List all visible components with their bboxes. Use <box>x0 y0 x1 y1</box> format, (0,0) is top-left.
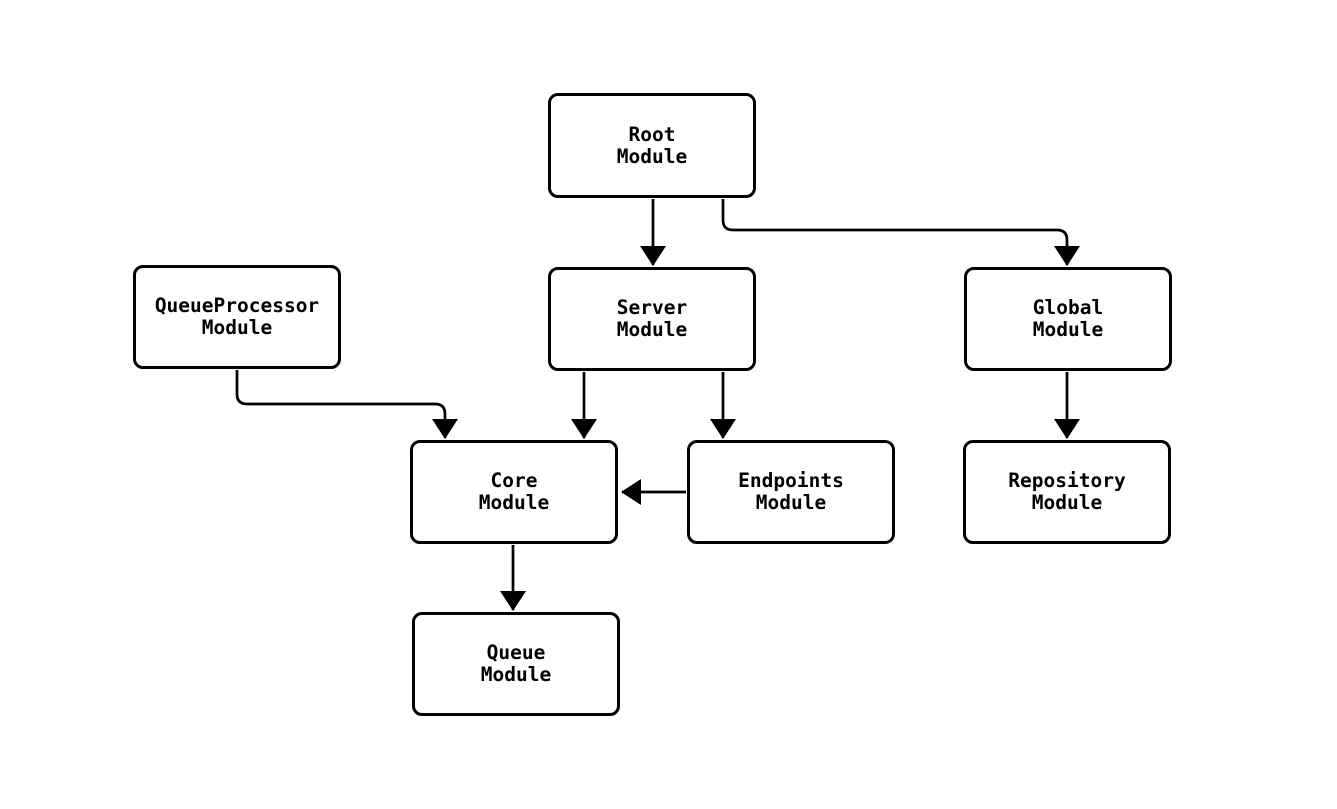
node-label: Server Module <box>616 296 688 341</box>
node-queue-module: Queue Module <box>412 612 620 716</box>
node-label: QueueProcessor Module <box>154 294 320 339</box>
node-server-module: Server Module <box>548 267 756 371</box>
node-global-module: Global Module <box>964 267 1172 371</box>
node-label: Global Module <box>1032 296 1104 341</box>
node-label: Root Module <box>616 122 688 168</box>
node-label: Repository Module <box>1008 469 1126 514</box>
node-repository-module: Repository Module <box>963 440 1171 544</box>
node-label: Endpoints Module <box>738 469 844 514</box>
node-label: Queue Module <box>480 641 552 686</box>
node-endpoints-module: Endpoints Module <box>687 440 895 544</box>
node-root-module: Root Module <box>548 93 756 198</box>
edge-root-to-global <box>721 199 1080 266</box>
edge-queueprocessor-to-core <box>235 370 458 439</box>
node-core-module: Core Module <box>410 440 618 544</box>
node-queueprocessor-module: QueueProcessor Module <box>133 265 341 369</box>
node-label: Core Module <box>478 469 550 514</box>
